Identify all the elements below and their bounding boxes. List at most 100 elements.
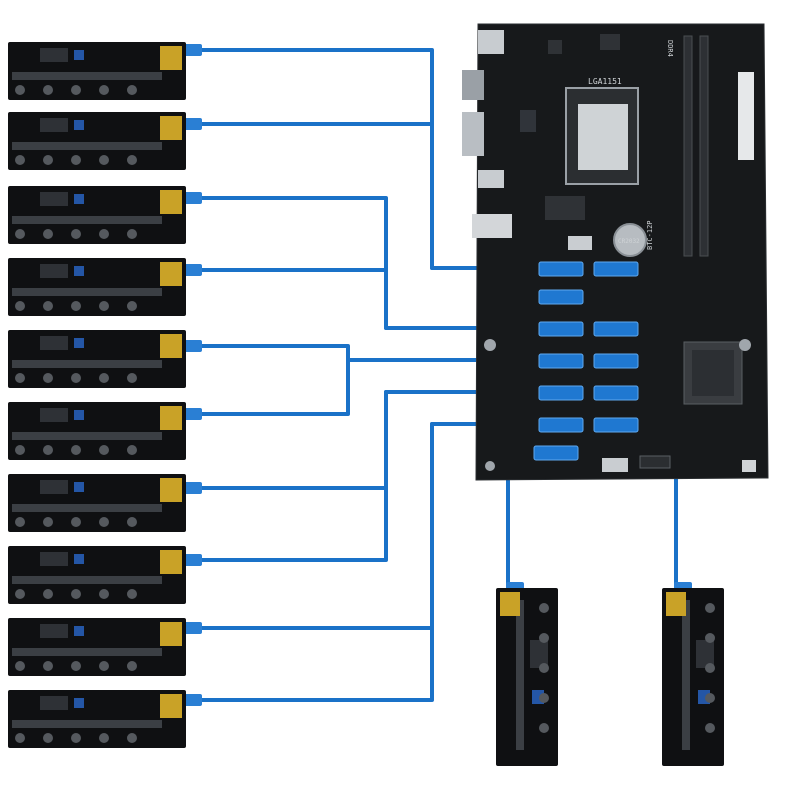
capacitor [15,661,25,671]
capacitor [43,229,53,239]
riser-pcb [8,402,186,460]
capacitor [71,517,81,527]
capacitor [539,723,549,733]
capacitor [99,661,109,671]
capacitor [127,85,137,95]
usb-port [160,116,182,140]
pcie-slot [538,353,584,369]
capacitor [74,482,84,492]
capacitor [74,554,84,564]
riser-card [8,258,186,316]
pcie-x16-slot [12,720,162,728]
riser-card [496,588,558,766]
capacitor [15,445,25,455]
pcie-x16-slot [12,142,162,150]
pcie-slot [538,261,584,277]
chip [530,640,548,668]
usb-plug [184,622,202,634]
capacitor [43,661,53,671]
capacitor [127,589,137,599]
mounting-hole [739,339,751,351]
capacitor [71,661,81,671]
capacitor [705,693,715,703]
board-model-label: BTC-12P [646,220,654,250]
chip [40,118,68,132]
capacitor [127,661,137,671]
pcie-x16-slot [682,600,690,750]
capacitor [15,733,25,743]
riser-pcb [8,546,186,604]
capacitor [71,301,81,311]
usb-port [160,622,182,646]
io-port [462,112,484,156]
usb-plug [184,264,202,276]
pcie-x16-slot [12,432,162,440]
pcie-slot [593,261,639,277]
usb-plug [184,118,202,130]
usb-cable [184,358,602,416]
capacitor [705,603,715,613]
capacitor [71,229,81,239]
capacitor [539,633,549,643]
capacitor [43,733,53,743]
chip [696,640,714,668]
capacitor [74,626,84,636]
capacitor [74,698,84,708]
chip [40,480,68,494]
riser-pcb [496,588,558,766]
riser-pcb [8,112,186,170]
power-connector [738,72,754,160]
ram-slot [683,35,693,257]
pcie-slot [593,321,639,337]
capacitor [74,50,84,60]
chip [40,696,68,710]
riser-card [8,546,186,604]
power-connector [602,458,628,472]
capacitor [99,517,109,527]
usb-plug [184,408,202,420]
usb-port [160,406,182,430]
capacitor [74,410,84,420]
capacitor [43,85,53,95]
riser-pcb [8,330,186,388]
capacitor [15,589,25,599]
capacitor [99,445,109,455]
riser-pcb [8,690,186,748]
capacitor [15,373,25,383]
pcie-slot [593,385,639,401]
riser-card [8,112,186,170]
capacitor [99,373,109,383]
pcie-x1-slots [533,261,639,461]
power-connector [568,236,592,250]
riser-card [8,618,186,676]
chip [545,196,585,220]
chip [40,624,68,638]
usb-port [160,478,182,502]
capacitor [43,301,53,311]
capacitor [539,603,549,613]
usb-plug [184,482,202,494]
capacitor [99,733,109,743]
usb-port [160,190,182,214]
capacitor [99,229,109,239]
usb-port [160,262,182,286]
capacitor [15,517,25,527]
pcie-slot [538,321,584,337]
capacitor [74,266,84,276]
capacitor [127,373,137,383]
ram-slot [699,35,709,257]
capacitor [15,85,25,95]
capacitor [74,120,84,130]
capacitor [71,155,81,165]
capacitor [43,373,53,383]
usb-plug [184,192,202,204]
usb-port [160,694,182,718]
usb-port [666,592,686,616]
cpu-socket-plate [578,104,628,170]
capacitor [43,517,53,527]
capacitor [99,589,109,599]
gpu-riser-cards [8,42,724,766]
cmos-battery [613,223,647,257]
pcie-slot [593,353,639,369]
